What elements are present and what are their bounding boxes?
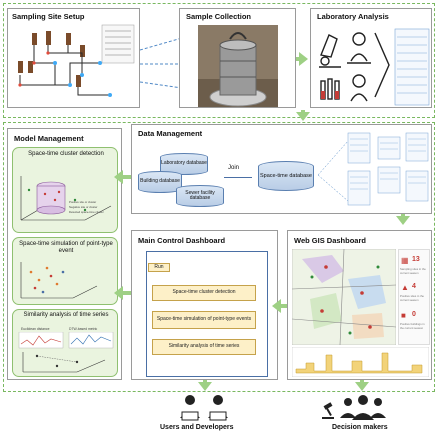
- gis-map: [292, 249, 396, 345]
- arrow-shaft: [296, 57, 300, 61]
- sewer-network-map: [18, 24, 135, 97]
- simulation-plot: [20, 262, 98, 299]
- panel-title: Data Management: [138, 129, 203, 138]
- gavel-icon: [322, 402, 334, 419]
- stat-label: Positive buildings in the current season: [400, 322, 425, 330]
- run-button[interactable]: Run: [148, 263, 170, 272]
- panel-title: Web GIS Dashboard: [294, 236, 366, 245]
- cluster-detection-title: Space-time cluster detection: [28, 151, 104, 157]
- cluster-detection-button[interactable]: Space-time cluster detection: [152, 285, 256, 301]
- main-control-dashboard-panel: Main Control Dashboard Run Space-time cl…: [131, 230, 278, 380]
- sampler-photo: [198, 25, 278, 107]
- decision-makers-icon: [340, 395, 386, 420]
- stat-value: 13: [412, 256, 420, 263]
- arrow-shaft: [123, 291, 131, 295]
- join-label: Join: [228, 165, 240, 171]
- data-collection-frame: [3, 3, 435, 118]
- stat-value: 0: [412, 311, 416, 318]
- sampling-site-setup-panel: Sampling Site Setup: [7, 8, 140, 108]
- similarity-plots: [18, 332, 114, 373]
- simulation-box: Space-time simulation of point-type even…: [12, 237, 118, 305]
- legend-negative: Negative site or cluster: [69, 205, 98, 209]
- data-management-panel: Data Management Laboratory database Buil…: [131, 124, 432, 214]
- users-developers-label: Users and Developers: [160, 424, 234, 431]
- stat-label: Sampling sites in the current season: [400, 267, 426, 275]
- panel-title: Main Control Dashboard: [138, 236, 226, 245]
- arrow-down: [198, 382, 212, 391]
- sewer-facility-database: Sewer facility database: [176, 185, 224, 207]
- alert-icon: ■: [401, 311, 406, 320]
- panel-title: Model Management: [14, 134, 84, 143]
- arrow-shaft: [123, 175, 131, 179]
- arrow-left: [272, 299, 281, 313]
- join-line: [224, 177, 252, 178]
- similarity-box: Similarity analysis of time series Eucli…: [12, 309, 118, 377]
- simulation-button[interactable]: Space-time simulation of point-type even…: [152, 311, 256, 329]
- arrow-down: [396, 216, 410, 225]
- similarity-button[interactable]: Similarity analysis of time series: [152, 339, 256, 355]
- developers-icon: [180, 395, 228, 421]
- model-management-panel: Model Management Space-time cluster dete…: [7, 128, 122, 380]
- panel-title: Sample Collection: [186, 12, 252, 21]
- arrow-right: [299, 52, 308, 66]
- lab-icons: [319, 28, 430, 106]
- web-gis-dashboard-panel: Web GIS Dashboard ▦ 13 Sampling sites in…: [287, 230, 432, 380]
- stat-value: 4: [412, 283, 416, 290]
- sample-collection-panel: Sample Collection: [179, 8, 296, 108]
- laboratory-database: Laboratory database: [160, 153, 208, 175]
- arrow-down: [355, 382, 369, 391]
- similarity-title: Similarity analysis of time series: [23, 312, 109, 318]
- dtw-label: DTW-based metric: [69, 327, 98, 331]
- schema-tables: [318, 132, 429, 206]
- legend-detected: Detected space-time cluster: [69, 210, 104, 214]
- stats-card: [398, 249, 430, 345]
- decision-makers-label: Decision makers: [332, 424, 388, 431]
- stat-label: Positive sites in the current season: [400, 294, 424, 302]
- alert-icon: ▦: [401, 256, 409, 265]
- cluster-cube: [20, 176, 112, 221]
- space-time-database: Space-time database: [258, 161, 314, 191]
- simulation-title: Space-time simulation of point-type even…: [19, 241, 113, 254]
- arrow-down: [296, 112, 310, 121]
- arrow-left: [114, 286, 123, 300]
- panel-title: Laboratory Analysis: [317, 12, 389, 21]
- alert-icon: ▲: [401, 283, 409, 292]
- laboratory-analysis-panel: Laboratory Analysis: [310, 8, 432, 108]
- building-database: Building database: [138, 171, 182, 193]
- legend-positive: Positive site or cluster: [69, 200, 97, 204]
- cluster-detection-box: Space-time cluster detection Positive si…: [12, 147, 118, 233]
- panel-title: Sampling Site Setup: [12, 12, 85, 21]
- euclidean-label: Euclidean distance: [21, 327, 50, 331]
- arrow-shaft: [281, 304, 287, 308]
- arrow-left: [114, 170, 123, 184]
- system-frame: [3, 122, 435, 392]
- gis-time-chart: [292, 347, 429, 377]
